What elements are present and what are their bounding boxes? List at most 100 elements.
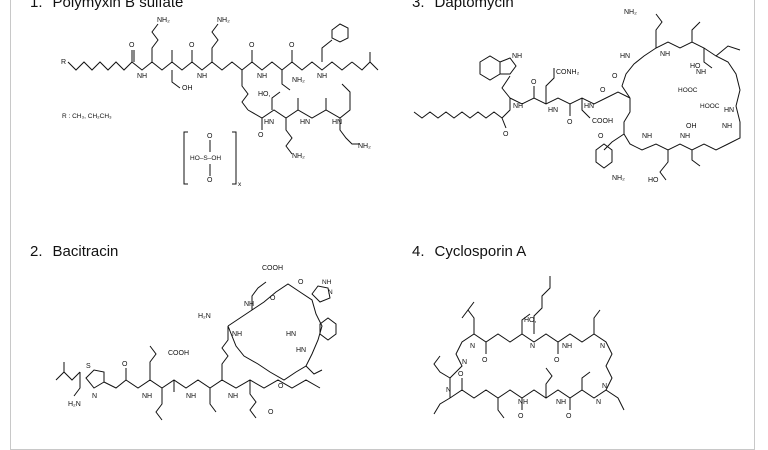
svg-text:NH: NH <box>232 331 242 338</box>
svg-text:N: N <box>530 343 535 350</box>
svg-text:O: O <box>207 177 213 184</box>
svg-text:NH: NH <box>722 123 732 130</box>
svg-text:x: x <box>238 181 242 188</box>
svg-text:O: O <box>129 42 135 49</box>
svg-text:HN: HN <box>296 347 306 354</box>
svg-text:O: O <box>458 371 464 378</box>
panel-number: 4. <box>412 243 425 260</box>
svg-text:H₂N: H₂N <box>68 401 81 408</box>
sulfate-counterion: HO–S–OH O O x <box>183 131 242 188</box>
svg-text:NH₂: NH₂ <box>217 17 230 24</box>
svg-text:HOOC: HOOC <box>700 103 720 110</box>
svg-text:HO,: HO, <box>524 317 537 324</box>
svg-text:NH₂: NH₂ <box>358 143 371 150</box>
svg-text:O: O <box>278 383 284 390</box>
svg-text:O: O <box>258 132 264 139</box>
panel-number: 2. <box>30 243 43 260</box>
svg-text:NH: NH <box>137 73 147 80</box>
svg-text:COOH: COOH <box>168 350 189 357</box>
svg-text:NH₂: NH₂ <box>292 77 305 84</box>
svg-text:NH: NH <box>142 393 152 400</box>
svg-text:HN: HN <box>724 107 734 114</box>
svg-text:NH₂: NH₂ <box>624 9 637 16</box>
svg-text:NH: NH <box>186 393 196 400</box>
panel-title-polymyxin: 1. Polymyxin B sulfate <box>30 0 183 11</box>
svg-text:NH₂: NH₂ <box>292 153 305 160</box>
svg-text:N: N <box>328 289 333 296</box>
svg-text:NH: NH <box>197 73 207 80</box>
svg-text:HN: HN <box>300 119 310 126</box>
svg-text:NH: NH <box>642 133 652 140</box>
svg-text:HN: HN <box>548 107 558 114</box>
svg-text:O: O <box>612 73 618 80</box>
panel-title-bacitracin: 2. Bacitracin <box>30 243 118 260</box>
svg-text:NH: NH <box>562 343 572 350</box>
svg-text:NH: NH <box>322 279 332 286</box>
svg-text:NH: NH <box>317 73 327 80</box>
svg-text:N: N <box>600 343 605 350</box>
svg-text:O: O <box>298 279 304 286</box>
svg-text:HO,: HO, <box>258 91 271 98</box>
svg-text:NH: NH <box>244 301 254 308</box>
svg-text:O: O <box>207 133 213 140</box>
r-group-label: R <box>61 59 66 66</box>
svg-text:NH₂: NH₂ <box>612 175 625 182</box>
svg-text:HO: HO <box>648 177 659 184</box>
svg-text:N: N <box>602 383 607 390</box>
svg-text:H₂N: H₂N <box>198 313 211 320</box>
svg-text:COOH: COOH <box>262 265 283 272</box>
svg-text:O: O <box>531 79 537 86</box>
svg-text:NH: NH <box>512 53 522 60</box>
decanoyl-chain <box>413 111 503 119</box>
svg-text:CONH₂: CONH₂ <box>556 69 580 76</box>
fatty-chain <box>67 61 133 71</box>
svg-text:O: O <box>566 413 572 420</box>
svg-text:COOH: COOH <box>592 118 613 125</box>
svg-text:O: O <box>268 409 274 416</box>
panel-name: Daptomycin <box>434 0 514 11</box>
svg-text:NH: NH <box>257 73 267 80</box>
peptide-backbone <box>131 61 353 71</box>
svg-text:HO: HO <box>690 63 701 70</box>
svg-text:OH: OH <box>182 85 193 92</box>
svg-text:S: S <box>86 363 91 370</box>
panel-number: 1. <box>30 0 43 11</box>
svg-text:N: N <box>470 343 475 350</box>
svg-text:NH₂: NH₂ <box>157 17 170 24</box>
svg-text:HN: HN <box>584 103 594 110</box>
panel-name: Bacitracin <box>52 243 119 260</box>
panel-title-cyclosporin: 4. Cyclosporin A <box>412 243 526 260</box>
svg-text:O: O <box>598 133 604 140</box>
svg-text:NH: NH <box>660 51 670 58</box>
svg-text:OH: OH <box>686 123 697 130</box>
svg-text:O: O <box>600 87 606 94</box>
panel-title-daptomycin: 3. Daptomycin <box>412 0 514 11</box>
svg-text:O: O <box>189 42 195 49</box>
svg-text:NH: NH <box>513 103 523 110</box>
svg-text:HN: HN <box>620 53 630 60</box>
svg-text:O: O <box>482 357 488 364</box>
panel-name: Cyclosporin A <box>434 243 527 260</box>
svg-text:O: O <box>503 131 509 138</box>
svg-text:N: N <box>92 393 97 400</box>
svg-text:N: N <box>446 387 451 394</box>
svg-text:NH: NH <box>556 399 566 406</box>
svg-text:O: O <box>270 295 276 302</box>
svg-text:O: O <box>518 413 524 420</box>
svg-text:NH: NH <box>696 69 706 76</box>
svg-text:HOOC: HOOC <box>678 87 698 94</box>
svg-text:HN: HN <box>264 119 274 126</box>
svg-text:NH: NH <box>518 399 528 406</box>
svg-text:N: N <box>462 359 467 366</box>
panel-number: 3. <box>412 0 425 11</box>
svg-text:O: O <box>249 42 255 49</box>
svg-text:NH: NH <box>228 393 238 400</box>
svg-text:O: O <box>122 361 128 368</box>
svg-text:O: O <box>554 357 560 364</box>
svg-text:O: O <box>289 42 295 49</box>
svg-text:HO–S–OH: HO–S–OH <box>190 155 221 162</box>
panel-name: Polymyxin B sulfate <box>52 0 184 11</box>
